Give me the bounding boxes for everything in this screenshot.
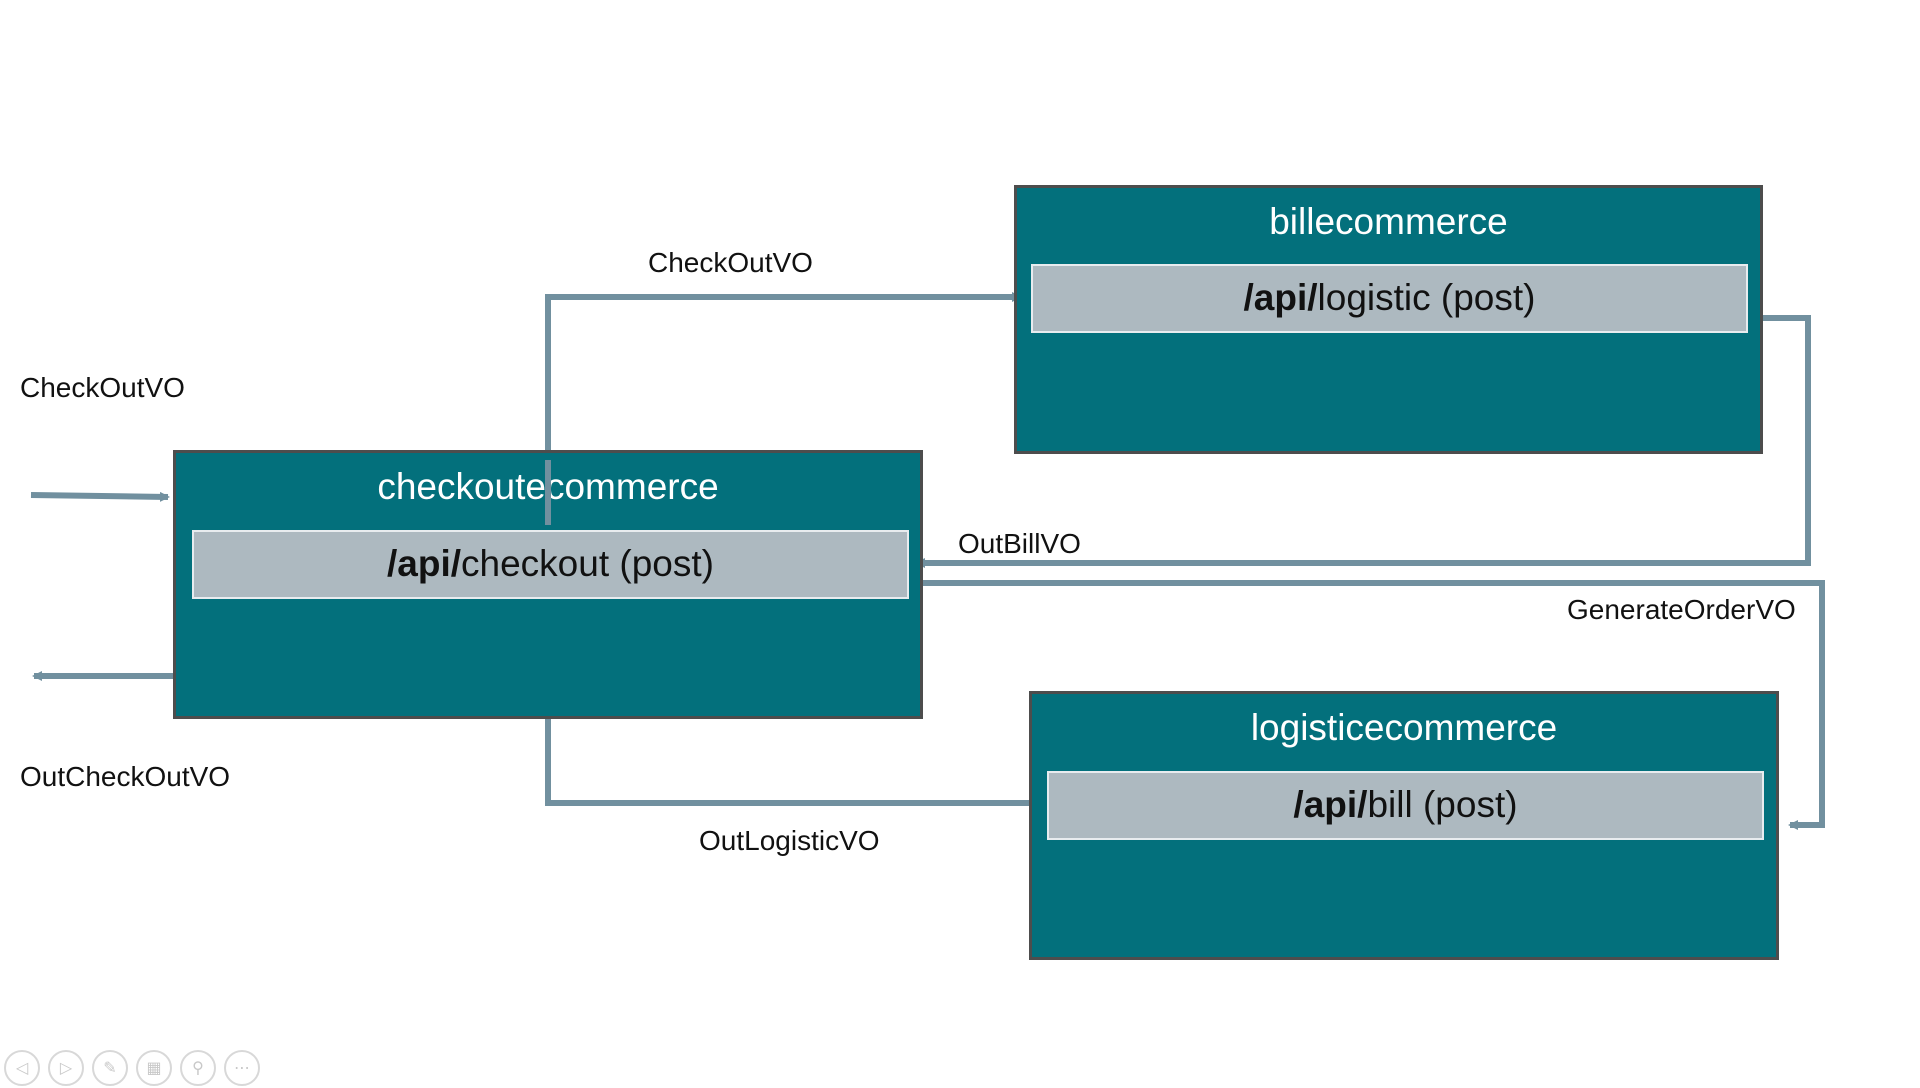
endpoint-prefix: /api/ bbox=[387, 543, 462, 584]
service-title: checkoutecommerce bbox=[377, 466, 719, 507]
endpoint-prefix: /api/ bbox=[1293, 784, 1368, 825]
zoom-icon[interactable]: ⚲ bbox=[180, 1050, 216, 1086]
endpoint-prefix: /api/ bbox=[1243, 277, 1318, 318]
previous-slide-icon[interactable]: ◁ bbox=[4, 1050, 40, 1086]
checkout-to-logistic-connector bbox=[922, 580, 1825, 830]
billecommerce-service: billecommerce /api/logistic (post) bbox=[1014, 185, 1763, 454]
endpoint-path: checkout (post) bbox=[461, 543, 714, 584]
api-checkout-endpoint[interactable]: /api/checkout (post) bbox=[192, 530, 909, 599]
service-title: logisticecommerce bbox=[1250, 707, 1558, 748]
checkoutecommerce-service: checkoutecommerce /api/checkout (post) bbox=[173, 450, 923, 719]
endpoint-path: logistic (post) bbox=[1317, 277, 1536, 318]
slides-grid-icon[interactable]: ▦ bbox=[136, 1050, 172, 1086]
bill-to-checkout-connector bbox=[915, 315, 1811, 568]
service-title: billecommerce bbox=[1269, 201, 1508, 242]
incoming-arrow bbox=[30, 491, 170, 502]
bill-to-checkout-label: OutBillVO bbox=[958, 528, 1081, 559]
logistic-to-checkout-label: OutLogisticVO bbox=[699, 825, 880, 856]
next-slide-icon[interactable]: ▷ bbox=[48, 1050, 84, 1086]
incoming-flow-label: CheckOutVO bbox=[20, 372, 185, 403]
logisticecommerce-service: logisticecommerce /api/bill (post) bbox=[1029, 691, 1779, 960]
api-bill-endpoint[interactable]: /api/bill (post) bbox=[1047, 771, 1764, 840]
api-logistic-endpoint[interactable]: /api/logistic (post) bbox=[1031, 264, 1748, 333]
checkout-to-logistic-label: GenerateOrderVO bbox=[1567, 594, 1796, 625]
checkout-to-bill-connector bbox=[545, 292, 1022, 485]
checkout-to-bill-label: CheckOutVO bbox=[648, 247, 813, 278]
endpoint-path: bill (post) bbox=[1367, 784, 1518, 825]
more-options-icon[interactable]: ⋯ bbox=[224, 1050, 260, 1086]
slideshow-toolbar: ◁ ▷ ✎ ▦ ⚲ ⋯ bbox=[4, 1048, 260, 1088]
outgoing-flow-label: OutCheckOutVO bbox=[20, 761, 231, 792]
pen-icon[interactable]: ✎ bbox=[92, 1050, 128, 1086]
